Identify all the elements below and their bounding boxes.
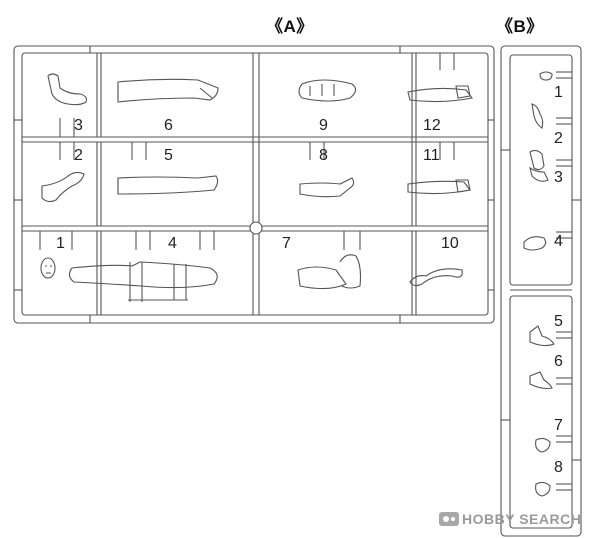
- part-number-b2: 2: [554, 130, 563, 147]
- part-number-b8: 8: [554, 459, 563, 476]
- part-b2-3-drawing: [529, 149, 549, 182]
- part-number-b6: 6: [554, 353, 563, 370]
- part-number-b4: 4: [554, 233, 563, 250]
- part-a11-drawing: [407, 179, 471, 195]
- part-number-b1: 1: [554, 84, 563, 101]
- part-a12-drawing: [407, 85, 473, 103]
- sprue-b-header: 《B》: [496, 17, 544, 36]
- part-number-a2: 2: [74, 147, 83, 164]
- part-b7-8-drawing: [535, 437, 551, 497]
- part-a7-drawing: [297, 254, 362, 290]
- part-a5-drawing: [117, 175, 219, 195]
- part-a1-drawing: [40, 257, 56, 279]
- part-number-a4: 4: [168, 235, 177, 252]
- part-a9-drawing: [298, 79, 357, 102]
- watermark-text: HOBBY SEARCH: [462, 511, 582, 527]
- part-a6-drawing: [117, 78, 219, 103]
- part-b5-6-drawing: [529, 325, 555, 390]
- part-number-b7: 7: [554, 417, 563, 434]
- sprue-a-header: 《A》: [266, 17, 314, 36]
- part-b4-drawing: [523, 236, 547, 251]
- part-a8-drawing: [299, 177, 355, 198]
- part-number-a1: 1: [56, 235, 65, 252]
- part-a4-drawing: [68, 261, 218, 302]
- part-number-a3: 3: [74, 117, 83, 134]
- part-b1-drawing: [531, 71, 553, 129]
- part-number-b3: 3: [554, 169, 563, 186]
- part-number-a11: 11: [423, 147, 440, 164]
- part-number-a10: 10: [441, 235, 459, 252]
- part-number-a6: 6: [164, 117, 173, 134]
- part-number-a9: 9: [319, 117, 328, 134]
- part-number-a8: 8: [319, 147, 328, 164]
- part-a3-drawing: [47, 73, 87, 106]
- sprue-a-frame: [13, 45, 495, 324]
- hobby-search-logo-icon: [439, 512, 459, 526]
- part-number-b5: 5: [554, 313, 563, 330]
- part-a10-drawing: [409, 268, 463, 287]
- part-number-a12: 12: [423, 117, 441, 134]
- part-number-a5: 5: [164, 147, 173, 164]
- part-number-a7: 7: [282, 235, 291, 252]
- sprue-b-frame: [500, 45, 582, 537]
- part-a2-drawing: [41, 171, 85, 203]
